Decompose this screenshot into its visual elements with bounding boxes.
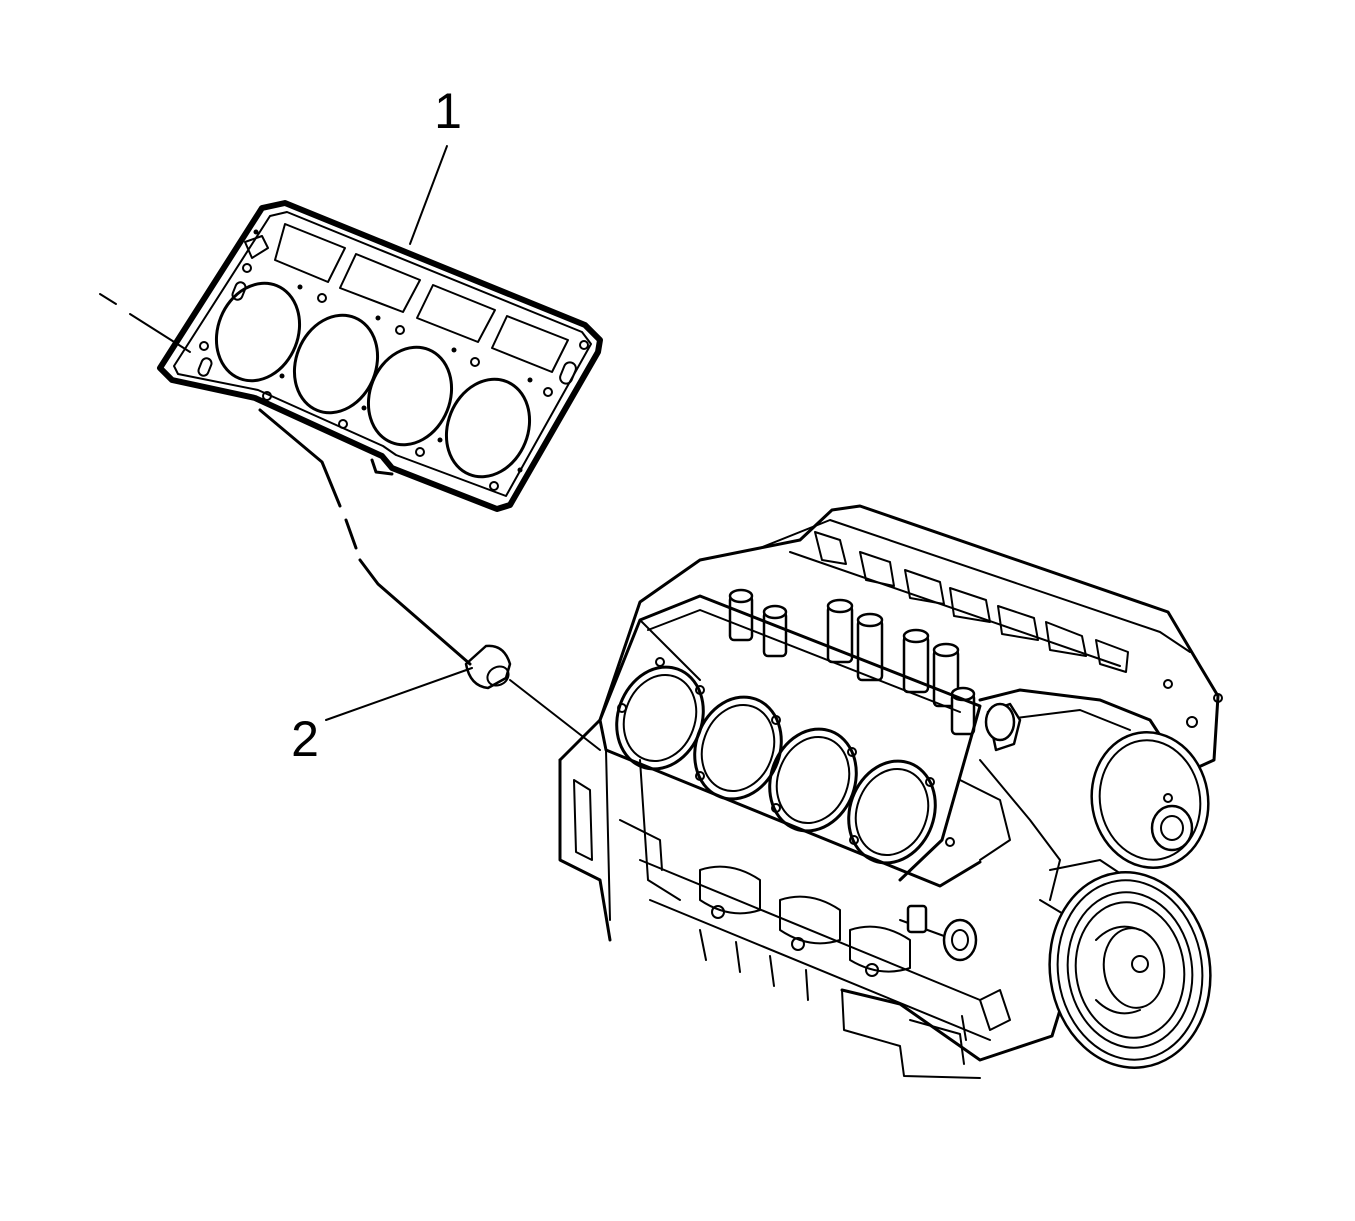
- callout-2-label: 2: [291, 711, 319, 767]
- lifter-bosses: [728, 588, 976, 736]
- callout-2-leader: [325, 667, 473, 721]
- block-cylinder-bores: [615, 665, 937, 865]
- callout-1-leader: [409, 145, 448, 245]
- alignment-lines: [99, 145, 601, 751]
- dowel-pin: [464, 644, 512, 690]
- head-gasket: [157, 200, 603, 512]
- callout-1-label: 1: [434, 83, 462, 139]
- crankshaft-damper: [1048, 871, 1212, 1069]
- upper-pulley: [1090, 731, 1210, 869]
- engine-block: [558, 504, 1223, 1079]
